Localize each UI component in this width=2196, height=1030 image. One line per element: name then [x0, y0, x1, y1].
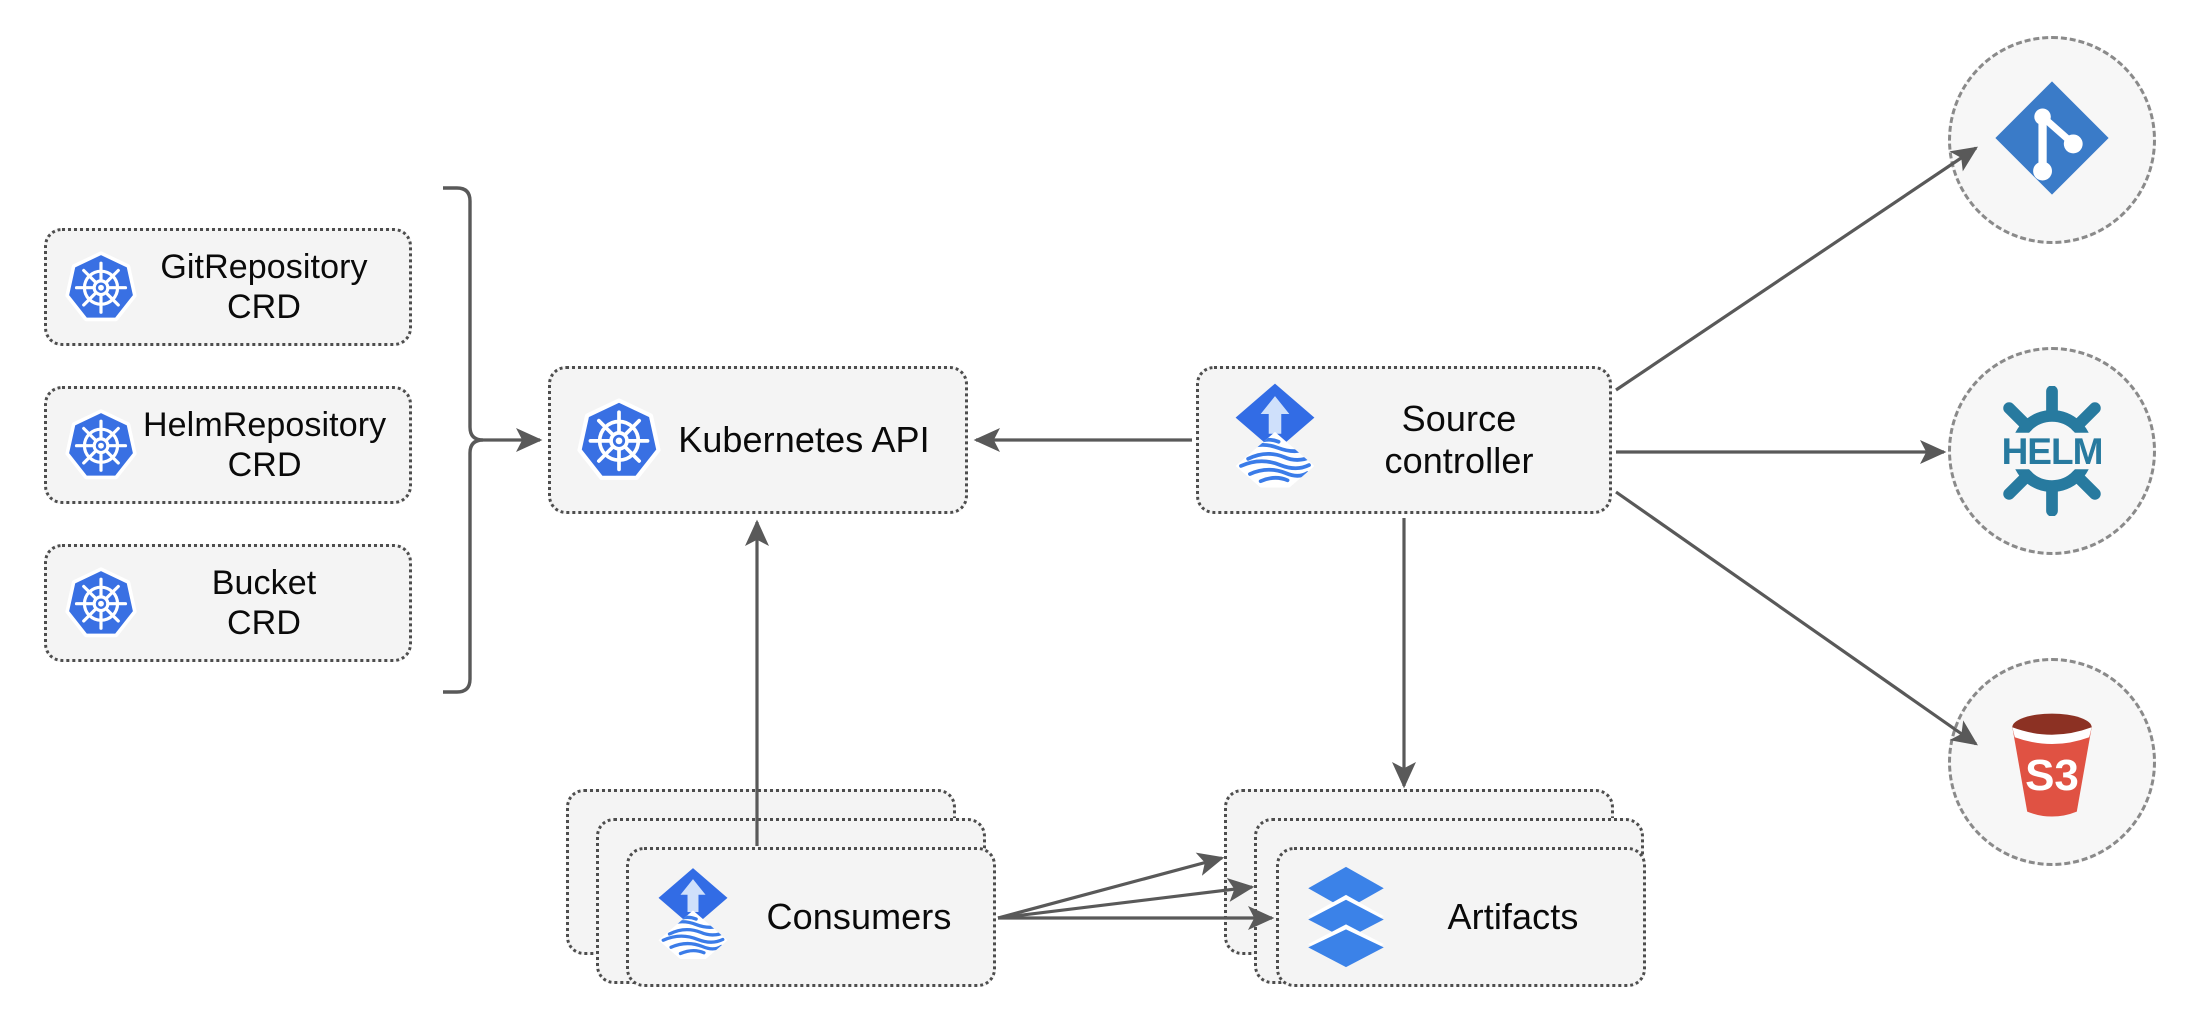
s3-icon: S3: [1990, 700, 2114, 824]
target-circle-helm[interactable]: HELM: [1948, 347, 2156, 555]
crd-card-label: HelmRepository CRD: [143, 405, 387, 484]
edge-source-to-s3: [1615, 490, 1978, 746]
layers-icon: [1303, 862, 1389, 972]
crd-card-bucket[interactable]: Bucket CRD: [44, 544, 412, 662]
node-label: Consumers: [766, 895, 952, 937]
node-source-controller[interactable]: Source controller: [1196, 366, 1612, 514]
s3-label: S3: [2025, 751, 2079, 800]
node-consumers[interactable]: Consumers: [626, 847, 996, 987]
crd-group-brace: [443, 186, 484, 694]
edge-consumers-to-artifacts-back: [997, 852, 1225, 920]
flux-icon: [1229, 380, 1321, 500]
helm-icon: HELM: [1987, 386, 2117, 516]
crd-card-gitrepository[interactable]: GitRepository CRD: [44, 228, 412, 346]
node-artifacts[interactable]: Artifacts: [1276, 847, 1646, 987]
node-label: Artifacts: [1447, 895, 1579, 937]
edge-consumers-to-artifacts-mid: [997, 877, 1255, 920]
edge-source-to-git: [1615, 146, 1978, 392]
kubernetes-icon: [65, 567, 137, 639]
git-icon: [1993, 79, 2111, 202]
kubernetes-icon: [65, 409, 137, 481]
flux-icon: [653, 865, 733, 970]
kubernetes-icon: [65, 251, 137, 323]
target-circle-s3[interactable]: S3: [1948, 658, 2156, 866]
kubernetes-icon: [577, 398, 661, 482]
target-circle-git[interactable]: [1948, 36, 2156, 244]
node-kubernetes-api[interactable]: Kubernetes API: [548, 366, 968, 514]
crd-card-label: GitRepository CRD: [160, 247, 368, 326]
helm-label: HELM: [1987, 432, 2117, 470]
crd-card-helmrepository[interactable]: HelmRepository CRD: [44, 386, 412, 504]
crd-card-label: Bucket CRD: [211, 563, 317, 642]
node-label: Source controller: [1384, 397, 1534, 481]
node-label: Kubernetes API: [678, 418, 930, 460]
